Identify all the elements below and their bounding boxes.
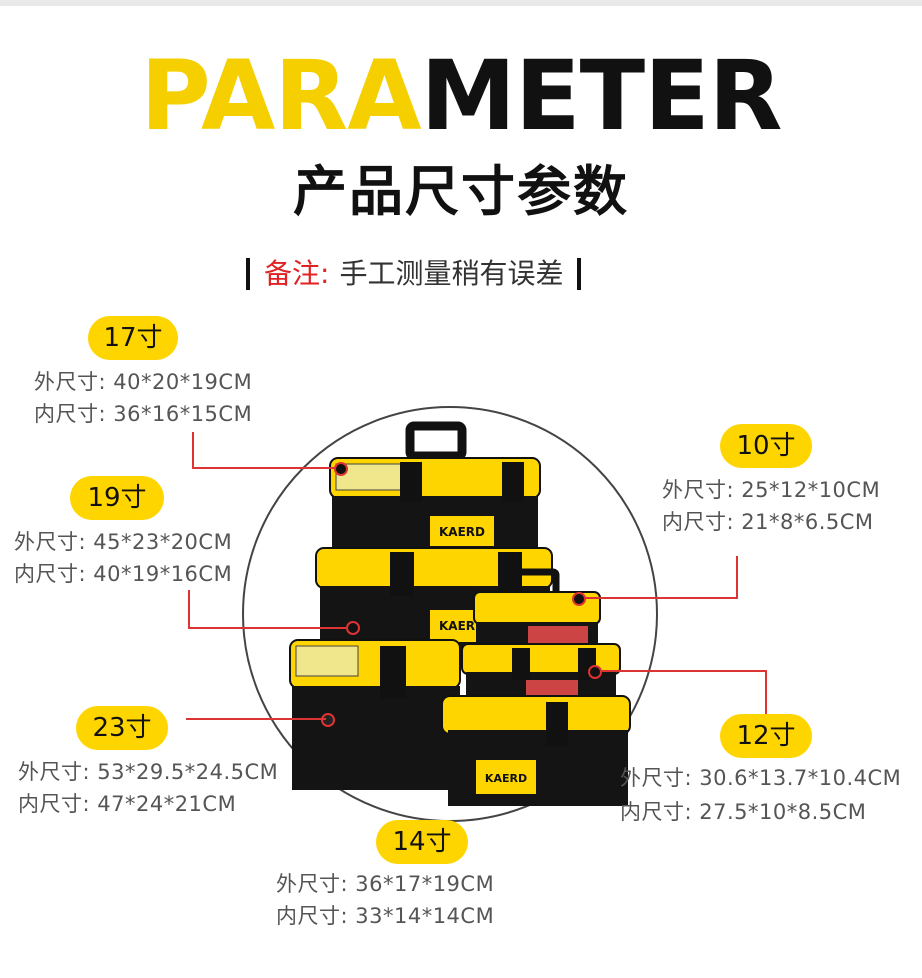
outer-dim-14: 外尺寸: 36*17*19CM — [276, 872, 495, 896]
size-badge-14: 14寸 — [376, 820, 468, 864]
marker-12 — [588, 665, 602, 679]
page-title: PARAMETER — [0, 46, 922, 146]
inner-dim-17: 内尺寸: 36*16*15CM — [34, 402, 253, 426]
leader-12-h — [594, 670, 766, 672]
toolbox-12 — [461, 643, 621, 706]
size-badge-10: 10寸 — [720, 424, 812, 468]
top-divider — [0, 0, 922, 6]
title-yellow-part: PARA — [140, 40, 421, 152]
leader-17-v — [192, 432, 194, 468]
leader-19-h — [188, 627, 350, 629]
note-text: 手工测量稍有误差 — [339, 257, 564, 290]
size-badge-23: 23寸 — [76, 706, 168, 750]
marker-17 — [334, 462, 348, 476]
svg-text:KAERD: KAERD — [439, 619, 485, 633]
toolbox-14: KAERD — [441, 695, 631, 806]
inner-dim-12: 内尺寸: 27.5*10*8.5CM — [620, 800, 867, 824]
title-black-part: METER — [420, 40, 782, 152]
leader-17-h — [192, 467, 340, 469]
leader-19-v — [188, 590, 190, 628]
svg-text:KAERD: KAERD — [485, 772, 527, 785]
leader-10-h — [580, 597, 738, 599]
size-badge-17: 17寸 — [88, 316, 178, 360]
toolbox-23 — [289, 639, 461, 790]
outer-dim-19: 外尺寸: 45*23*20CM — [14, 530, 233, 554]
note-label: 备注: — [264, 257, 330, 290]
inner-dim-23: 内尺寸: 47*24*21CM — [18, 792, 237, 816]
inner-dim-14: 内尺寸: 33*14*14CM — [276, 904, 495, 928]
svg-text:KAERD: KAERD — [439, 525, 485, 539]
inner-dim-10: 内尺寸: 21*8*6.5CM — [662, 510, 874, 534]
note-left-bar — [246, 258, 250, 290]
marker-10 — [572, 592, 586, 606]
outer-dim-17: 外尺寸: 40*20*19CM — [34, 370, 253, 394]
toolbox-group-illustration: KAERD KAERD KAERD — [289, 421, 631, 806]
measurement-note: 备注: 手工测量稍有误差 — [246, 254, 582, 294]
size-badge-19: 19寸 — [70, 476, 164, 520]
inner-dim-19: 内尺寸: 40*19*16CM — [14, 562, 233, 586]
leader-23-h — [186, 718, 326, 720]
page-subtitle: 产品尺寸参数 — [293, 160, 629, 223]
note-right-bar — [577, 258, 582, 290]
outer-dim-10: 外尺寸: 25*12*10CM — [662, 478, 881, 502]
toolbox-17: KAERD — [329, 421, 541, 558]
leader-12-v — [765, 670, 767, 718]
marker-19 — [346, 621, 360, 635]
leader-10-v — [736, 556, 738, 598]
size-badge-12: 12寸 — [720, 714, 812, 758]
outer-dim-12: 外尺寸: 30.6*13.7*10.4CM — [620, 766, 902, 790]
outer-dim-23: 外尺寸: 53*29.5*24.5CM — [18, 760, 279, 784]
